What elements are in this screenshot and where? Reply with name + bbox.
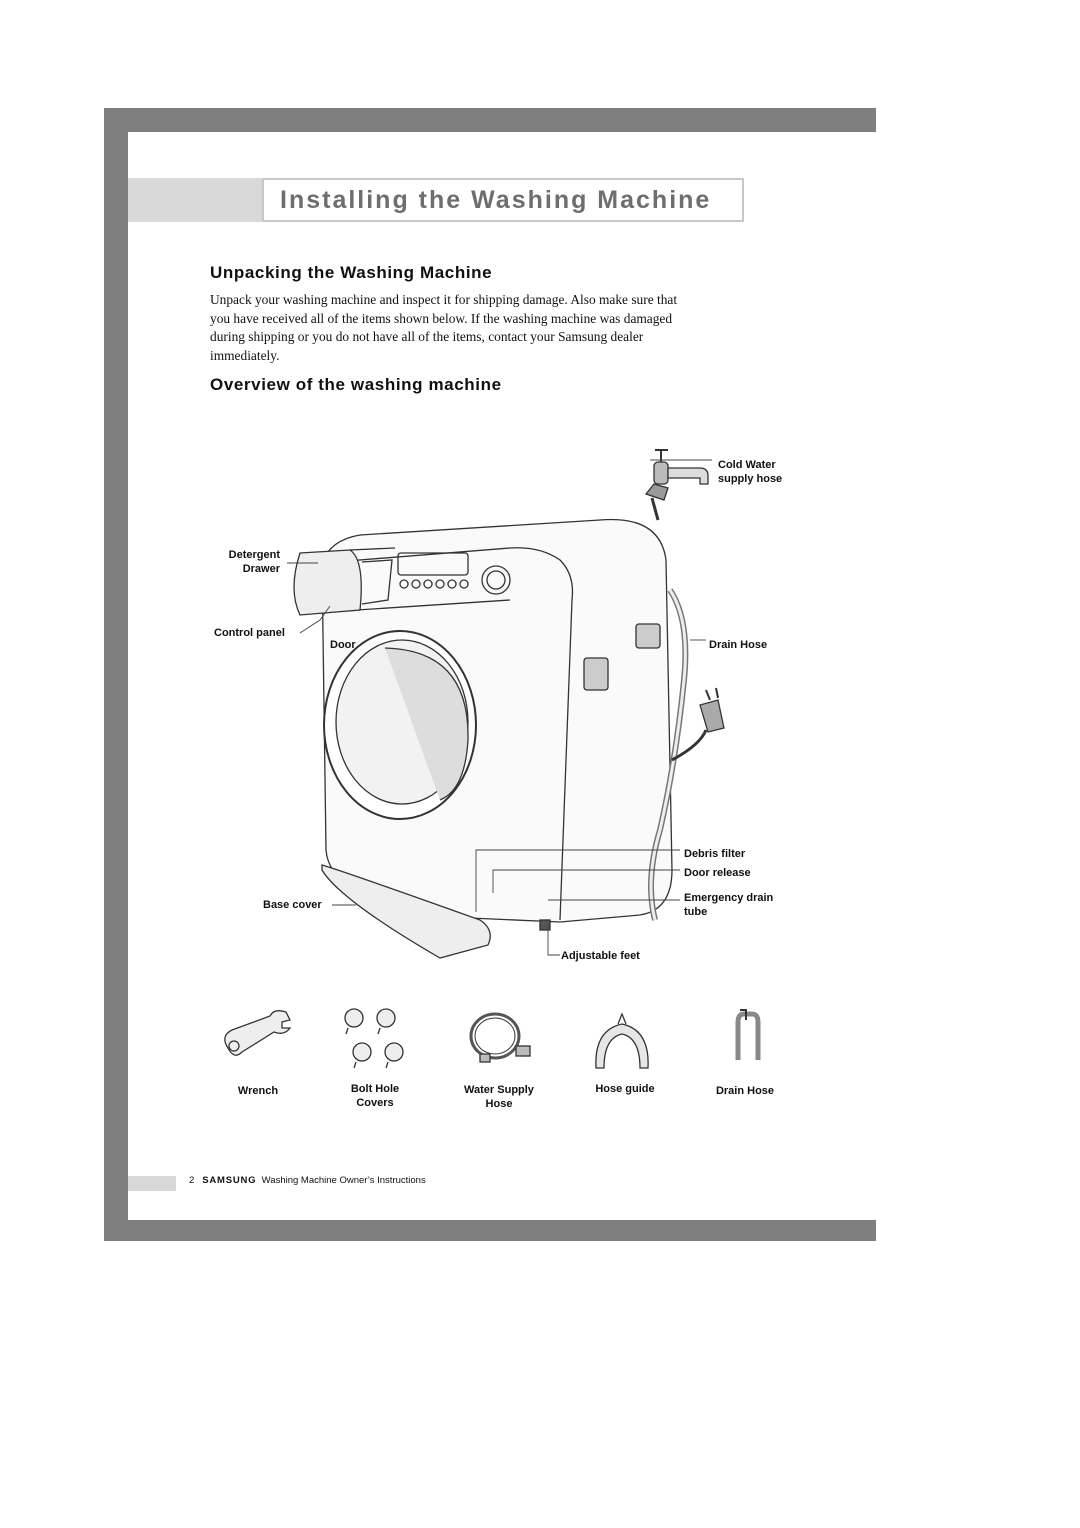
water-supply-hose-icon <box>469 1012 531 1063</box>
page-frame-left <box>104 108 128 1241</box>
label-door: Door <box>330 639 356 651</box>
label-detergent-drawer: Detergent Drawer <box>228 549 280 575</box>
page-frame-top <box>104 108 876 132</box>
bolt-hole-covers-icon <box>344 1008 404 1069</box>
overview-heading: Overview of the washing machine <box>210 375 502 394</box>
accessory-label-drain-hose: Drain Hose <box>715 1085 775 1097</box>
unpacking-heading: Unpacking the Washing Machine <box>210 263 493 282</box>
drain-hose-accessory-icon <box>735 1009 761 1060</box>
accessory-label-bolt-hole-covers: Bolt Hole Covers <box>350 1083 400 1109</box>
brand-name: SAMSUNG <box>202 1175 257 1186</box>
label-cold-water: Cold Water supply hose <box>718 459 783 485</box>
page-frame-bottom <box>104 1220 876 1241</box>
label-adjustable-feet: Adjustable feet <box>561 950 640 962</box>
power-plug-icon <box>671 687 725 762</box>
accessory-label-water-supply-hose: Water Supply Hose <box>464 1084 534 1110</box>
washing-machine-icon <box>293 518 673 959</box>
accessory-label-hose-guide: Hose guide <box>595 1083 655 1095</box>
paragraph-line: Unpack your washing machine and inspect … <box>210 292 678 307</box>
hose-guide-icon <box>595 1012 649 1069</box>
label-debris-filter: Debris filter <box>684 848 746 860</box>
label-door-release: Door release <box>684 867 751 879</box>
label-control-panel: Control panel <box>214 627 285 639</box>
wrench-icon <box>224 1010 292 1056</box>
paragraph-line: you have received all of the items shown… <box>210 310 673 326</box>
footer-band <box>128 1176 176 1191</box>
title-band <box>128 178 262 222</box>
faucet-icon <box>644 449 709 521</box>
page-title: Installing the Washing Machine <box>262 178 744 222</box>
unpacking-paragraph: Unpack your washing machine and inspect … <box>210 291 760 365</box>
label-emergency-drain-tube: Emergency drain tube <box>684 892 774 918</box>
page-footer: 2 SAMSUNG Washing Machine Owner’s Instru… <box>189 1175 426 1186</box>
label-base-cover: Base cover <box>263 899 322 911</box>
page-number: 2 <box>189 1175 195 1186</box>
label-drain-hose: Drain Hose <box>709 639 768 651</box>
footer-text: Washing Machine Owner’s Instructions <box>261 1175 426 1186</box>
paragraph-line: during shipping or you do not have all o… <box>210 329 644 345</box>
paragraph-line: immediately. <box>210 347 280 363</box>
accessory-label-wrench: Wrench <box>237 1085 279 1097</box>
